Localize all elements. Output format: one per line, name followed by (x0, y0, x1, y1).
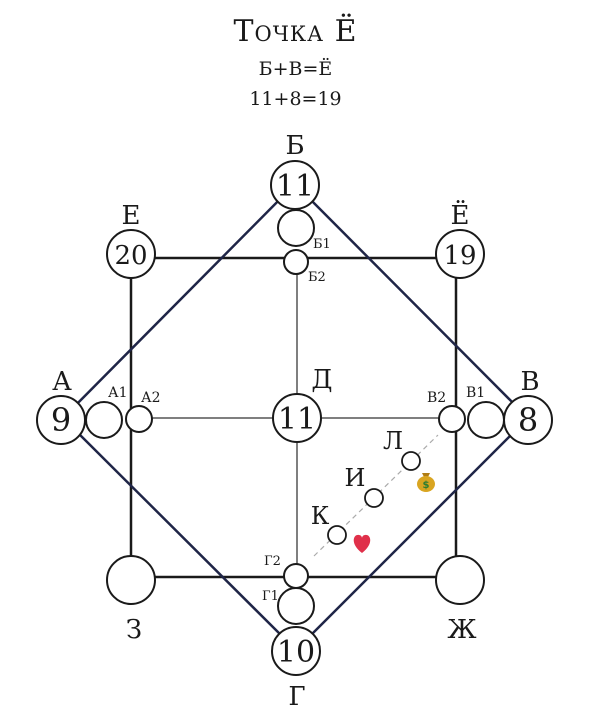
node-i-circle (364, 488, 384, 508)
node-b-circle (270, 160, 320, 210)
node-yo-number: 19 (443, 241, 476, 271)
formula-letters: Б+В=Ё (258, 58, 333, 80)
label-a1: А1 (108, 385, 128, 401)
heart-icon (353, 534, 371, 553)
label-a2: А2 (141, 390, 161, 406)
label-i: И (345, 464, 366, 492)
node-g-circle (271, 626, 321, 676)
formula-numbers: 11+8=19 (249, 88, 342, 110)
node-g-letter: Г (288, 682, 305, 712)
label-b2: Б2 (308, 270, 326, 285)
node-g-number: 10 (277, 635, 315, 670)
node-a-number: 9 (51, 401, 71, 439)
node-zh-letter: Ж (447, 615, 476, 645)
node-zh-circle (435, 555, 485, 605)
page-title: Точка Ё (233, 14, 358, 49)
svg-text:$: $ (423, 480, 430, 491)
label-l: Л (383, 427, 403, 455)
node-v-number: 8 (518, 401, 538, 439)
node-z-letter: З (126, 615, 142, 645)
label-g2: Г2 (264, 554, 281, 569)
label-g1: Г1 (262, 589, 279, 604)
node-b-letter: Б (285, 131, 304, 161)
node-d-circle (272, 393, 322, 443)
node-e-number: 20 (114, 241, 147, 271)
node-v-circle (503, 395, 553, 445)
node-v2-circle (438, 405, 466, 433)
node-g1-circle (277, 587, 315, 625)
node-b1-circle (277, 209, 315, 247)
node-a-letter: А (52, 367, 72, 397)
node-yo-letter: Ё (451, 200, 470, 231)
label-v1: В1 (466, 385, 485, 401)
node-z-circle (106, 555, 156, 605)
node-d-letter: Д (311, 365, 332, 395)
label-k: К (311, 502, 330, 530)
node-a1-circle (85, 401, 123, 439)
node-v-letter: В (520, 367, 539, 397)
node-yo-circle (435, 229, 485, 279)
node-b-number: 11 (276, 169, 314, 204)
money-bag-icon: $ (417, 473, 435, 492)
node-l-circle (401, 451, 421, 471)
node-a2-circle (125, 405, 153, 433)
node-a-circle (36, 395, 86, 445)
node-d-number: 11 (278, 402, 316, 437)
node-e-circle (106, 229, 156, 279)
node-e-letter: Е (122, 201, 141, 231)
label-v2: В2 (427, 390, 446, 406)
label-b1: Б1 (313, 237, 331, 252)
node-k-circle (327, 525, 347, 545)
node-v1-circle (467, 401, 505, 439)
node-g2-circle (283, 563, 309, 589)
node-b2-circle (283, 249, 309, 275)
